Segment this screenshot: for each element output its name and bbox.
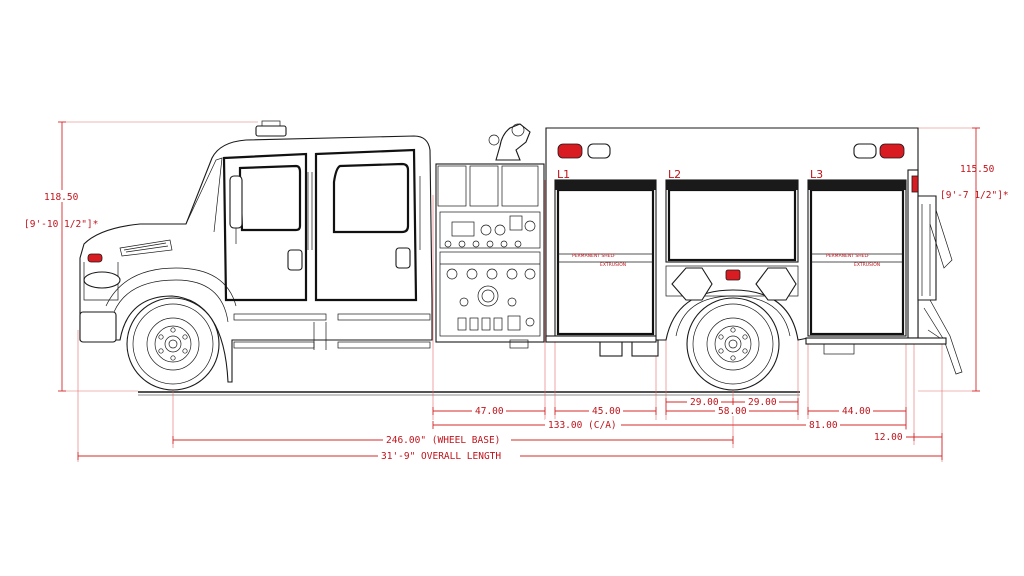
compartment-l3: L3 PERMANENT SHELF EXTRUSION [807,168,907,337]
pump-panel-dim: 47.00 [475,406,504,417]
cab [79,120,433,383]
door-type-l3: EXTRUSION [854,262,880,268]
door-brand-l1: PERMANENT SHELF [572,253,616,259]
overall-height-value: 118.50 [44,192,79,203]
body-light-2 [879,143,905,159]
compartment-l1-label: L1 [557,168,570,181]
compartment-l3-label: L3 [810,168,823,181]
body: L1 PERMANENT SHELF EXTRUSION L2 L3 PERMA [509,127,963,375]
rear-section-dim: 81.00 [809,420,838,431]
light-bar [255,125,287,137]
body-light-1 [557,143,583,159]
overall-height-feet: [9'-10 1/2"]* [24,219,98,230]
cab-to-axle-dim: 133.00 (C/A) [548,420,617,431]
wheel-well-light [725,269,741,281]
compartment-l3-dim: 44.00 [842,406,871,417]
overall-length-dim: 31'-9" OVERALL LENGTH [381,451,501,462]
compartment-l1: L1 PERMANENT SHELF EXTRUSION [554,168,657,337]
compartment-l2: L2 [665,168,799,337]
dimension-labels: 118.50 [9'-10 1/2"]* 115.50 [9'-7 1/2"]*… [24,164,1009,462]
compartment-l1-dim: 45.00 [592,406,621,417]
compartment-l2-label: L2 [668,168,681,181]
door-type-l1: EXTRUSION [600,262,626,268]
wheel-well-total-dim: 58.00 [718,406,747,417]
cab-marker-light [87,253,103,263]
body-height-feet: [9'-7 1/2"]* [940,190,1009,201]
rear-overhang-dim: 12.00 [874,432,903,443]
front-wheel [126,297,220,391]
pump-panel [435,123,545,343]
door-brand-l3: PERMANENT SHELF [826,253,870,259]
wheel-well-left-dim: 29.00 [690,397,719,408]
rear-wheel [686,297,780,391]
wheel-well-right-dim: 29.00 [748,397,777,408]
body-height-value: 115.50 [960,164,995,175]
wheel-base-dim: 246.00" (WHEEL BASE) [386,435,500,446]
